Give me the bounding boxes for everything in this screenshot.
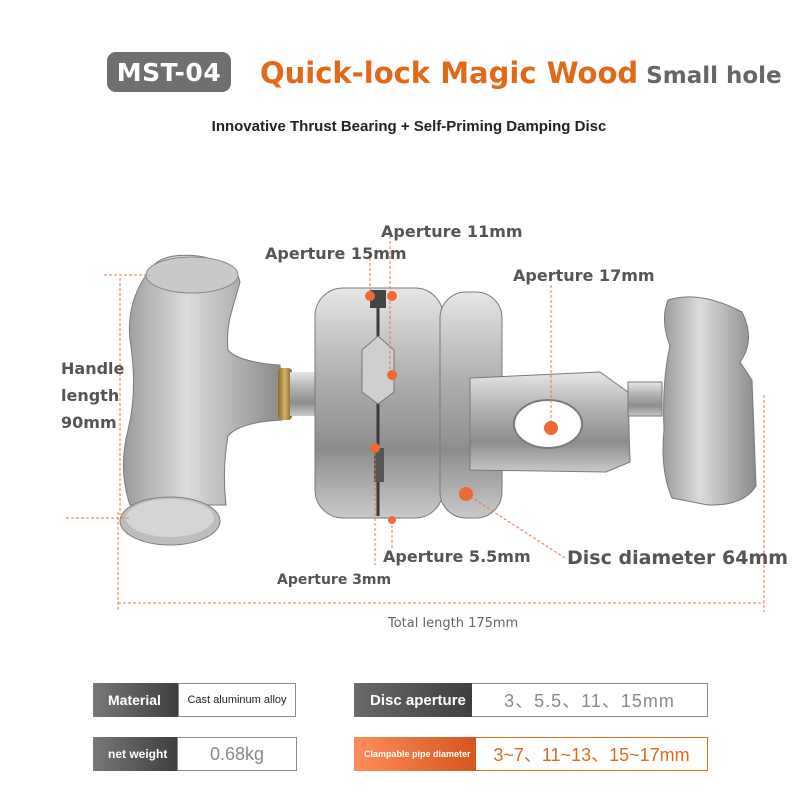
aperture-11-label: Aperture 11mm xyxy=(381,222,523,241)
material-label: Material xyxy=(93,683,178,717)
dimension-lines xyxy=(66,236,765,612)
material-value: Cast aluminum alloy xyxy=(178,683,296,717)
pipe-diameter-label: Clampable pipe diameter xyxy=(354,737,476,771)
handle-length-line-2: length xyxy=(61,386,120,405)
handle-length-label: Handle length 90mm xyxy=(61,355,124,436)
disc-aperture-value: 3、5.5、11、15mm xyxy=(472,683,708,717)
product-title-suffix: Small hole xyxy=(646,63,782,89)
product-subtitle: Innovative Thrust Bearing + Self-Priming… xyxy=(211,118,607,135)
net-weight-label: net weight xyxy=(93,737,177,771)
product-title-main: Quick-lock Magic Wood xyxy=(260,56,639,90)
aperture-17-label: Aperture 17mm xyxy=(513,266,655,285)
handle-length-line-3: 90mm xyxy=(61,413,117,432)
brass-washer xyxy=(278,368,292,420)
disc-diameter-label: Disc diameter 64mm xyxy=(567,547,789,569)
aperture-15-label: Aperture 15mm xyxy=(265,244,407,263)
total-length-label: Total length 175mm xyxy=(388,616,519,631)
handle-length-line-1: Handle xyxy=(61,359,125,378)
spec-row-material: Material Cast aluminum alloy xyxy=(93,683,296,717)
net-weight-value: 0.68kg xyxy=(177,737,297,771)
pipe-diameter-value: 3~7、11~13、15~17mm xyxy=(476,737,708,771)
product-title: Quick-lock Magic Wood Small hole xyxy=(260,56,782,90)
model-badge: MST-04 xyxy=(107,52,231,92)
spec-row-disc-aperture: Disc aperture 3、5.5、11、15mm xyxy=(354,683,708,717)
wing-knob xyxy=(662,296,757,506)
disc-aperture-label: Disc aperture xyxy=(354,683,472,717)
spec-row-net-weight: net weight 0.68kg xyxy=(93,737,297,771)
aperture-3-label: Aperture 3mm xyxy=(277,572,392,588)
spec-row-pipe-diameter: Clampable pipe diameter 3~7、11~13、15~17m… xyxy=(354,737,708,771)
clamp-body xyxy=(314,287,444,519)
thumb-screw xyxy=(627,381,663,417)
aperture-5-5-label: Aperture 5.5mm xyxy=(383,547,531,566)
t-handle xyxy=(119,254,283,546)
marker-dots xyxy=(365,291,558,524)
